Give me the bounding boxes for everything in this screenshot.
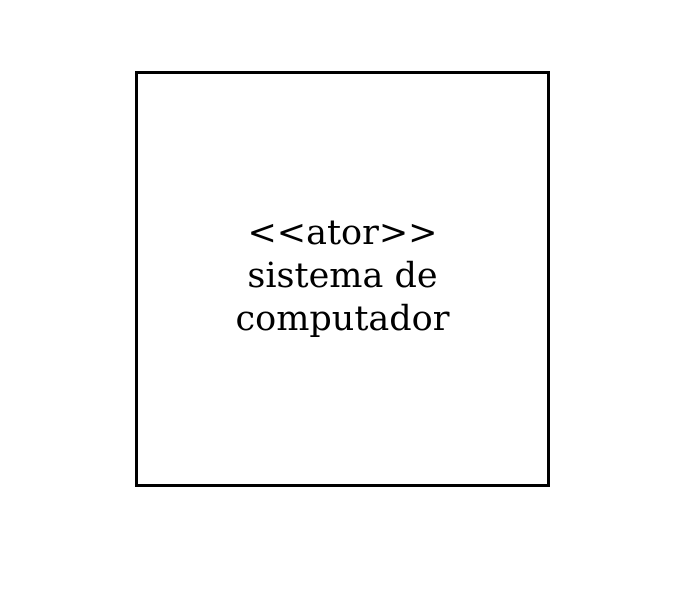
actor-name-line-2: computador xyxy=(235,298,450,339)
actor-label: <<ator>> sistema de computador xyxy=(236,212,450,341)
actor-box[interactable]: <<ator>> sistema de computador xyxy=(135,71,550,487)
actor-stereotype: <<ator>> xyxy=(247,212,438,253)
actor-name-line-1: sistema de xyxy=(247,255,438,296)
